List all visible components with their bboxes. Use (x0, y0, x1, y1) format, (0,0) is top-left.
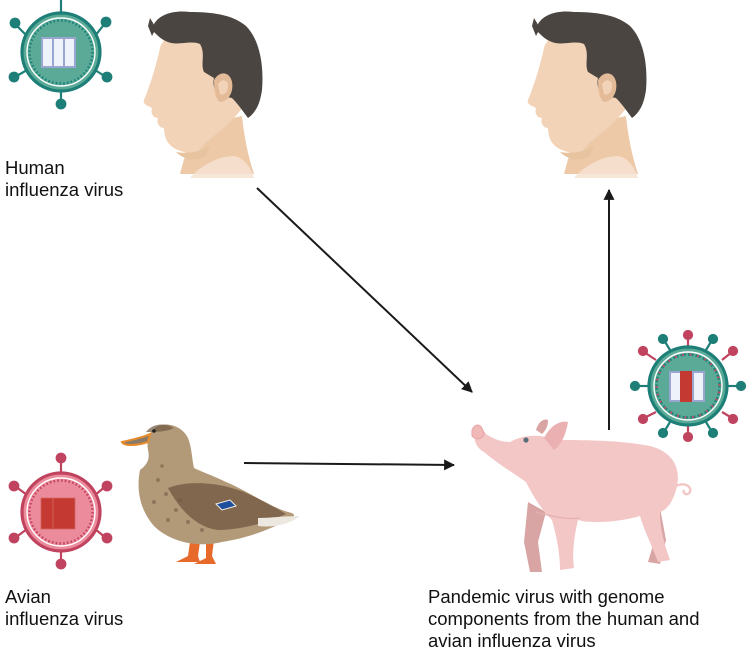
pandemic-influenza-virus-icon (629, 329, 747, 443)
duck-legs (176, 540, 216, 564)
arrow-human-to-pig (256, 187, 473, 393)
virus-spikes (629, 329, 747, 443)
label-line: influenza virus (5, 608, 124, 629)
label-line: Avian (5, 586, 51, 607)
label-line: avian influenza virus (428, 630, 596, 651)
label-line: influenza virus (5, 179, 124, 200)
arrow-duck-to-pig (243, 459, 456, 471)
avian-influenza-virus-label: Avian influenza virus (5, 586, 123, 630)
label-line: components from the human and (428, 608, 700, 629)
duck-illustration (120, 424, 300, 564)
genome-segments (40, 497, 76, 530)
virus-spikes (8, 452, 113, 570)
pig-illustration (471, 419, 692, 572)
genome-segments (41, 37, 76, 68)
label-line: Human (5, 157, 65, 178)
duck-speculum (215, 499, 237, 511)
pandemic-virus-label: Pandemic virus with genome components fr… (428, 586, 700, 652)
duck-bill (120, 432, 152, 446)
avian-influenza-virus-icon (8, 452, 113, 570)
label-line: Pandemic virus with genome (428, 586, 665, 607)
genome-segments (669, 371, 705, 402)
human-head-target-illustration (527, 11, 647, 178)
human-head-source-illustration (143, 11, 263, 178)
human-influenza-virus-label: Human influenza virus (5, 157, 123, 201)
human-influenza-virus-icon (8, 0, 113, 110)
